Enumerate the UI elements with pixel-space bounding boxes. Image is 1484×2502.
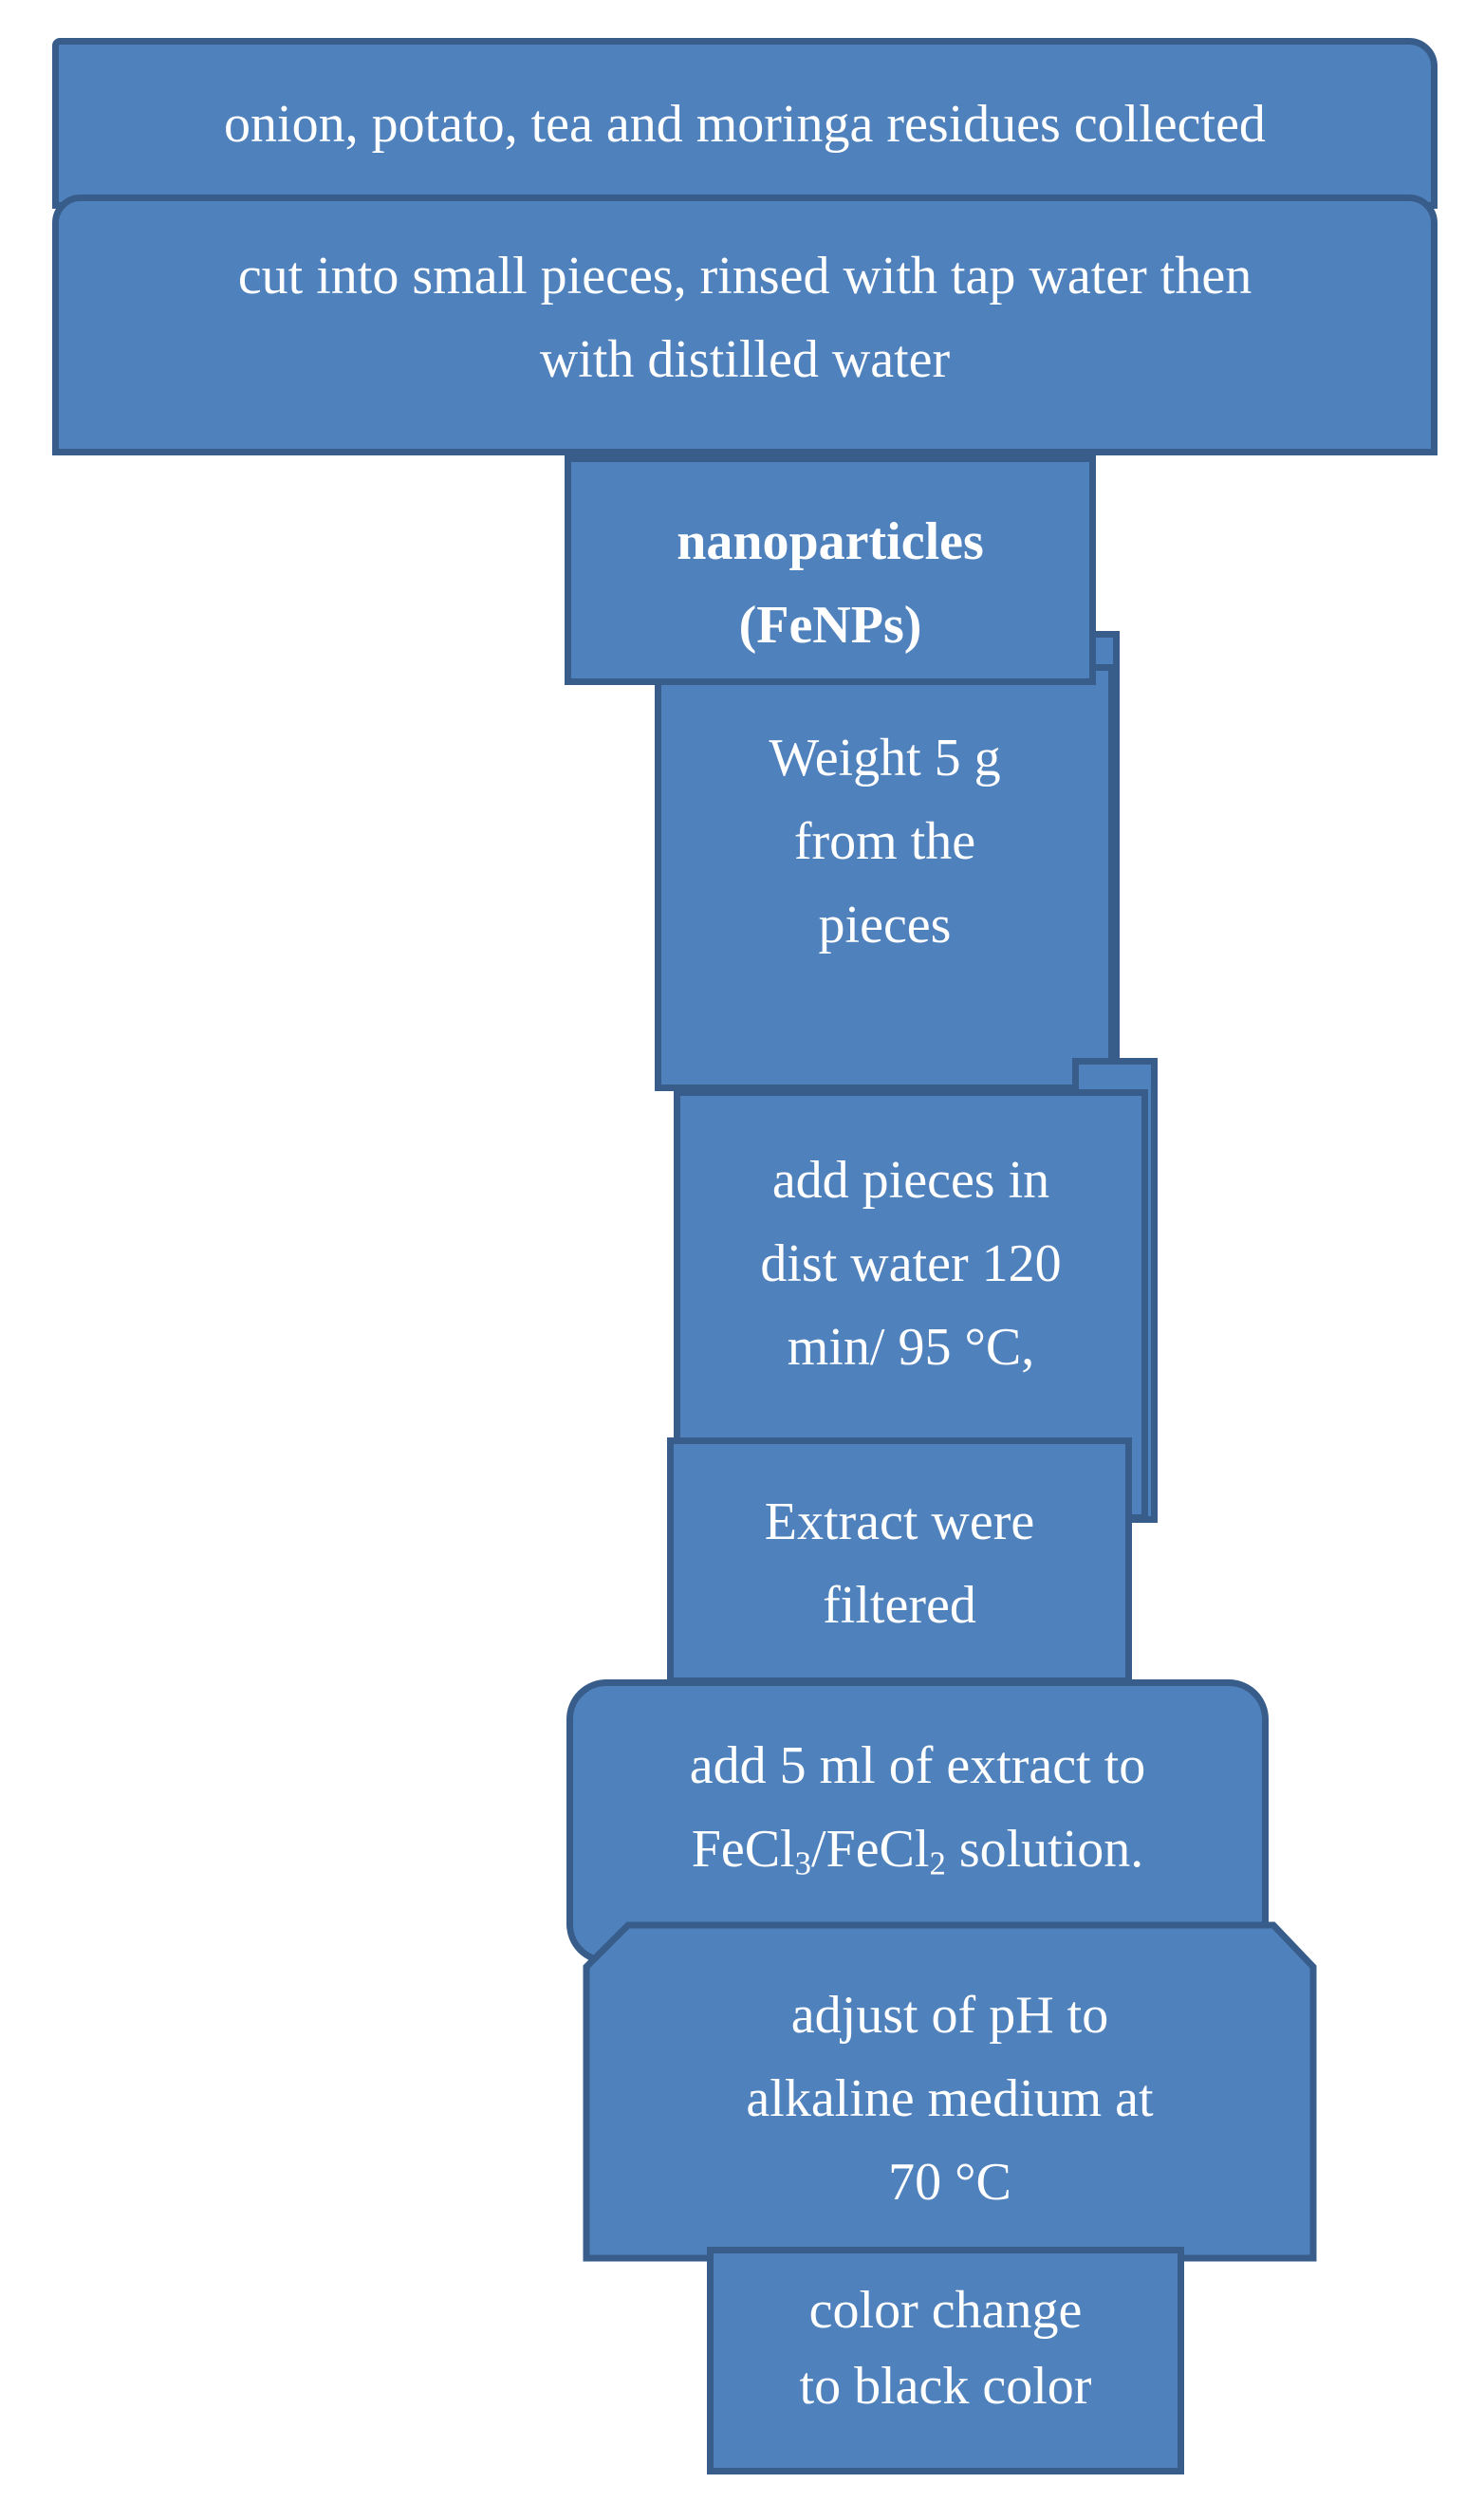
step-ph-box: adjust of pH to alkaline medium at 70 °C: [581, 1921, 1319, 2263]
step-mix-formula-part-3: solution.: [945, 1820, 1144, 1879]
step-filter-line-2: filtered: [823, 1576, 976, 1635]
step-weight-line-2: from the: [793, 812, 976, 871]
step-color-box: color change to black color: [707, 2247, 1184, 2474]
step-boil-line-2: dist water 120: [760, 1234, 1062, 1293]
step-ph-line-1: adjust of pH to: [790, 1986, 1109, 2045]
step-boil-line-1: add pieces in: [771, 1151, 1050, 1210]
step-ph-line-3: 70 °C: [888, 2153, 1011, 2212]
step-mix-formula-sub-2: 2: [929, 1844, 946, 1882]
step-filter-line-1: Extract were: [764, 1492, 1035, 1551]
step-mix-line-2: FeCl3/FeCl2 solution.: [692, 1807, 1144, 1891]
step-mix-box: add 5 ml of extract to FeCl3/FeCl2 solut…: [566, 1679, 1269, 1964]
step-cut-box: cut into small pieces, rinsed with tap w…: [52, 195, 1438, 455]
step-mix-formula-sub-1: 3: [794, 1844, 811, 1882]
step-cut-line-1: cut into small pieces, rinsed with tap w…: [237, 247, 1252, 306]
step-title-box: nanoparticles (FeNPs): [565, 455, 1096, 685]
step-color-line-2: to black color: [799, 2357, 1092, 2416]
step-ph-shape: [583, 1921, 1317, 2262]
step-mix-line-1: add 5 ml of extract to: [689, 1736, 1146, 1795]
step-weight-line-3: pieces: [818, 896, 952, 954]
step-color-line-1: color change: [808, 2281, 1083, 2340]
step-boil-line-3: min/ 95 °C,: [787, 1318, 1035, 1377]
step-collect-box: onion, potato, tea and moringa residues …: [52, 38, 1438, 209]
step-filter-box: Extract were filtered: [667, 1437, 1132, 1684]
step-title-line-1: nanoparticles: [677, 512, 984, 571]
step-mix-formula-part-2: /FeCl: [810, 1820, 930, 1879]
step-weight-box: Weight 5 g from the pieces: [655, 664, 1115, 1091]
step-mix-formula-part-1: FeCl: [691, 1820, 795, 1879]
step-title-line-2: (FeNPs): [738, 596, 922, 655]
step-cut-line-2: with distilled water: [539, 330, 951, 389]
step-collect-line-1: onion, potato, tea and moringa residues …: [224, 95, 1266, 154]
step-ph-line-2: alkaline medium at: [746, 2069, 1154, 2128]
step-weight-line-1: Weight 5 g: [769, 729, 1001, 788]
